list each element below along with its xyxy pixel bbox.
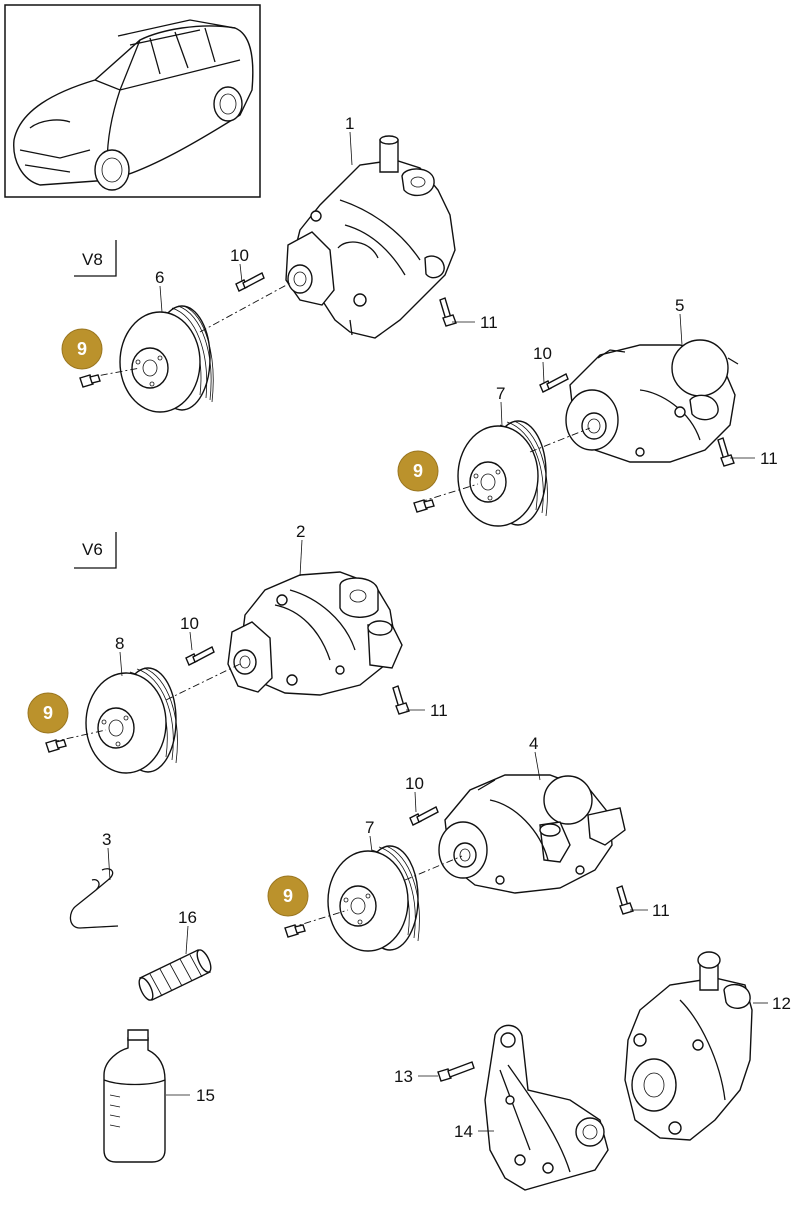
callout-14: 14	[454, 1122, 473, 1141]
part-7-v8-pulley	[457, 420, 548, 527]
callout-16: 16	[178, 908, 197, 927]
vehicle-inset	[4, 4, 261, 198]
svg-text:V6: V6	[82, 540, 103, 559]
part-13-bolt	[437, 1061, 475, 1082]
part-7-v6-pulley	[327, 845, 420, 952]
callout-10: 10	[180, 614, 199, 633]
callout-8: 8	[115, 634, 124, 653]
part-5-v8-power-steering-pump-variant	[565, 339, 739, 463]
screw-10-c	[185, 646, 215, 666]
callout-5: 5	[675, 296, 684, 315]
screws-part-11	[392, 297, 735, 915]
suv-illustration	[13, 19, 254, 191]
screw-11-c	[392, 685, 410, 715]
callout-15: 15	[196, 1086, 215, 1105]
svg-text:9: 9	[77, 339, 87, 359]
leader-lines	[107, 131, 768, 1132]
part-6-v8-pulley	[119, 305, 214, 413]
callout-10: 10	[405, 774, 424, 793]
svg-text:9: 9	[283, 886, 293, 906]
callout-10: 10	[230, 246, 249, 265]
part-12-pump-assembly	[624, 951, 753, 1141]
svg-text:9: 9	[413, 461, 423, 481]
callout-1: 1	[345, 114, 354, 133]
callout-7: 7	[496, 384, 505, 403]
part-14-mounting-bracket	[484, 1024, 609, 1191]
screw-10-d	[409, 806, 439, 826]
highlight-callout-9-a: 9	[61, 328, 103, 370]
part-8-v6-pulley	[85, 667, 178, 774]
callout-13: 13	[394, 1067, 413, 1086]
callout-4: 4	[529, 734, 538, 753]
screws-part-9	[45, 374, 435, 938]
screw-9-c	[45, 739, 67, 753]
callout-11: 11	[760, 449, 778, 468]
callout-7: 7	[365, 818, 374, 837]
callout-11: 11	[652, 901, 670, 920]
highlight-callout-9-b: 9	[397, 450, 439, 492]
highlight-callout-9-c: 9	[27, 692, 69, 734]
callout-11: 11	[430, 701, 448, 720]
assembly-centerlines	[51, 281, 591, 929]
screw-10-b	[539, 373, 569, 393]
callout-11: 11	[480, 313, 498, 332]
part-15-fluid-bottle	[103, 1029, 166, 1163]
highlight-callout-9-d: 9	[267, 875, 309, 917]
part-3-bracket-clip	[69, 868, 119, 929]
part-4-v6-power-steering-pump-variant	[438, 774, 626, 894]
callout-2: 2	[296, 522, 305, 541]
svg-text:9: 9	[43, 703, 53, 723]
engine-label-v6: V6	[74, 532, 117, 569]
screw-9-b	[413, 499, 435, 513]
callout-3: 3	[102, 830, 111, 849]
callout-labels: 1 10 11 6 5 10 7 11 2 10 8 11 4 10 7 11 …	[102, 114, 791, 1141]
screw-11-a	[439, 297, 457, 327]
engine-label-v8: V8	[74, 240, 117, 277]
screw-11-b	[717, 437, 735, 467]
part-16-spline-shaft	[138, 949, 212, 1001]
callout-12: 12	[772, 994, 791, 1013]
part-2-v6-power-steering-pump	[227, 571, 403, 696]
part-1-v8-power-steering-pump	[285, 135, 456, 339]
screw-11-d	[616, 885, 634, 915]
screws-part-10	[185, 272, 569, 826]
callout-6: 6	[155, 268, 164, 287]
svg-text:V8: V8	[82, 250, 103, 269]
screw-10-a	[235, 272, 265, 292]
callout-10: 10	[533, 344, 552, 363]
screw-9-a	[79, 374, 101, 388]
screw-9-d	[284, 924, 306, 938]
